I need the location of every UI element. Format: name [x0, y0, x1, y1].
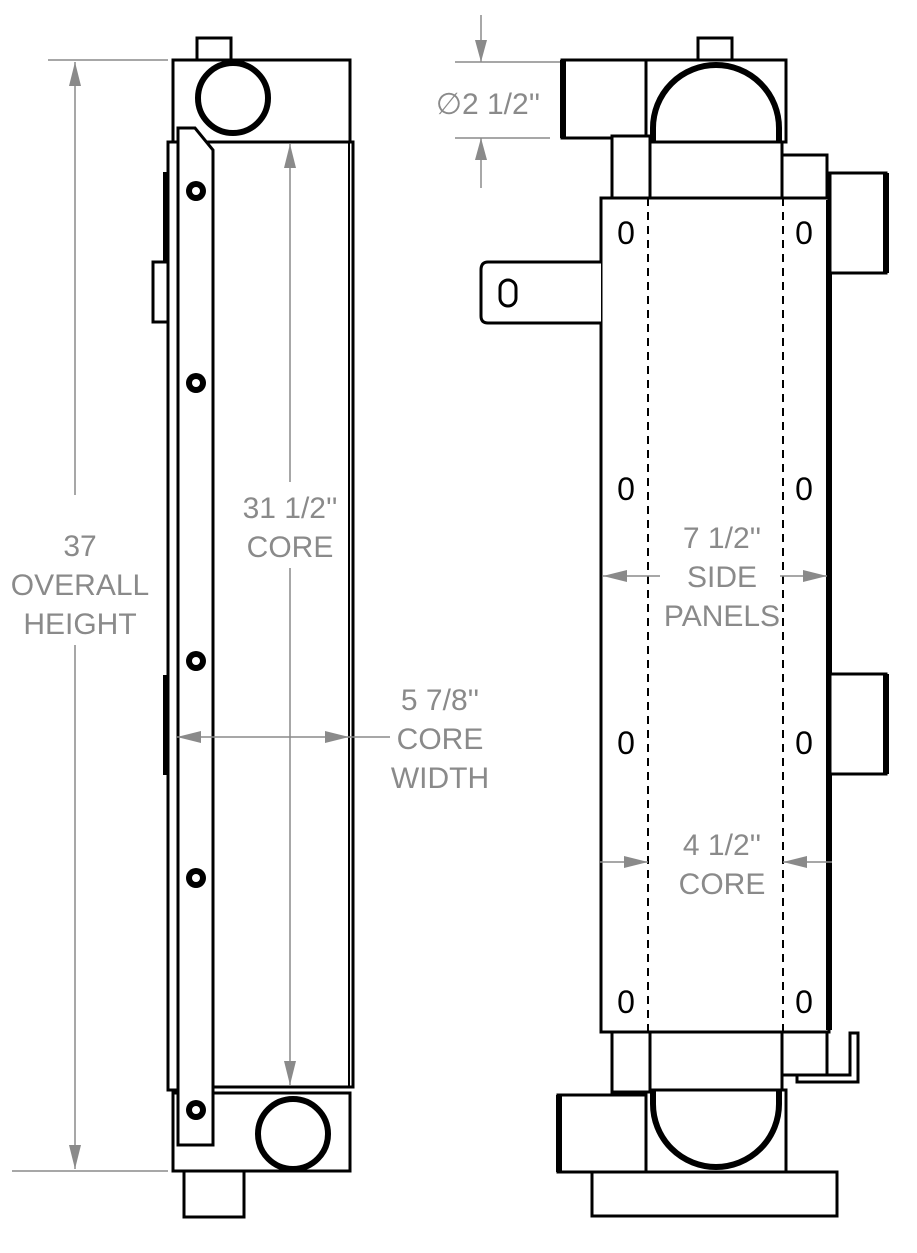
- overall-height-label-1: OVERALL: [11, 569, 149, 602]
- core-depth-label: CORE: [679, 868, 766, 901]
- overall-height-dimension: 37 OVERALL HEIGHT: [11, 62, 149, 1169]
- core-width-label-2: WIDTH: [391, 762, 489, 795]
- core-width-value: 5 7/8'': [401, 684, 479, 717]
- side-bottom-base: [590, 1170, 839, 1218]
- drain-hook: [795, 1031, 860, 1084]
- core-width-dimension: 5 7/8'' CORE WIDTH: [177, 684, 489, 795]
- slot-mark: 0: [617, 215, 635, 251]
- top-cap: [195, 36, 233, 62]
- slot-mark: 0: [795, 471, 813, 507]
- core-height-label: CORE: [247, 531, 334, 564]
- slot-mark: 0: [795, 984, 813, 1020]
- side-top-dome: [650, 62, 782, 142]
- slot-mark: 0: [795, 215, 813, 251]
- overall-height-value: 37: [63, 530, 96, 563]
- side-top-tank: [644, 58, 788, 144]
- side-bottom-tank: [644, 1088, 788, 1174]
- diameter-dimension: ∅2 1/2'': [436, 15, 560, 188]
- right-bracket-top: [828, 171, 888, 275]
- overall-height-label-2: HEIGHT: [23, 608, 136, 641]
- top-inlet-circle: [195, 60, 271, 136]
- side-panel-full: [599, 196, 831, 1034]
- front-view: [12, 36, 355, 1219]
- side-bottom-dome: [650, 1090, 782, 1170]
- mounting-bar: [176, 126, 215, 1147]
- bolt-holes: [186, 181, 206, 1120]
- side-top-cap: [696, 36, 734, 62]
- core-height-dimension: 31 1/2'' CORE: [243, 144, 338, 1085]
- bottom-cap: [182, 1169, 246, 1219]
- slot-mark: 0: [617, 471, 635, 507]
- core-width-label-1: CORE: [397, 723, 484, 756]
- inlet-pipe: [560, 58, 648, 140]
- core-depth-value: 4 1/2'': [683, 829, 761, 862]
- bottom-outlet-circle: [255, 1096, 331, 1172]
- outlet-pipe: [556, 1093, 648, 1174]
- side-panels-value: 7 1/2'': [683, 522, 761, 555]
- slot-mark: 0: [617, 725, 635, 761]
- core-height-value: 31 1/2'': [243, 492, 338, 525]
- right-bracket-bottom: [828, 672, 888, 776]
- side-panels-label-2: PANELS: [664, 600, 780, 633]
- side-panels-label-1: SIDE: [687, 561, 757, 594]
- mount-tab: [479, 260, 601, 325]
- slot-mark: 0: [617, 984, 635, 1020]
- slot-mark: 0: [795, 725, 813, 761]
- side-panels-dimension: 7 1/2'' SIDE PANELS: [603, 522, 827, 633]
- diameter-value: ∅2 1/2'': [436, 88, 540, 121]
- slot-marks: 0 0 0 0 0 0 0 0: [617, 215, 813, 1020]
- core-depth-dimension: 4 1/2'' CORE: [600, 829, 832, 901]
- left-bracket: [151, 260, 170, 324]
- side-view: 0 0 0 0 0 0 0 0: [479, 36, 889, 1218]
